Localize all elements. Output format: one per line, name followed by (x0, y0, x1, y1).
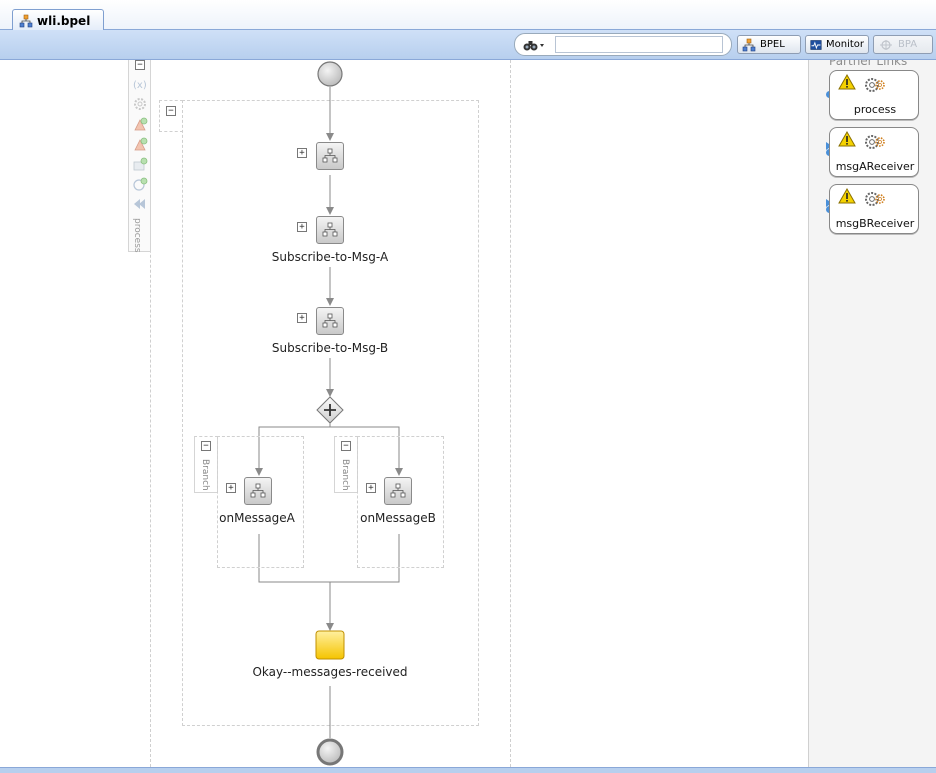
svg-text:(x): (x) (133, 80, 147, 91)
add-fault-icon[interactable] (132, 136, 148, 152)
partner-links-panel: Partner Links process msgAReceiver (808, 60, 936, 767)
branch-scope (357, 436, 444, 568)
scope-activity-node[interactable] (316, 142, 344, 170)
flow-link (258, 423, 400, 432)
partner-link-name: msgBReceiver (835, 217, 915, 230)
scope-activity-node[interactable] (316, 216, 344, 244)
gear-icon (865, 135, 885, 149)
scope-activity-node[interactable] (384, 477, 412, 505)
add-timer-icon[interactable] (132, 176, 148, 192)
gear-icon (865, 78, 885, 92)
activity-label: Subscribe-to-Msg-A (271, 250, 389, 264)
add-message-icon[interactable] (132, 156, 148, 172)
add-handler-icon[interactable] (132, 196, 148, 212)
editor-tab-bar: wli.bpel (0, 0, 936, 31)
scope-icon (250, 483, 266, 498)
end-node[interactable] (316, 738, 344, 766)
warning-icon (838, 188, 856, 204)
branch-label: Branch (340, 459, 350, 491)
partner-link-name: msgAReceiver (835, 160, 915, 173)
monitor-button-label: Monitor (825, 39, 864, 50)
scope-icon (390, 483, 406, 498)
warning-icon (838, 131, 856, 147)
empty-activity-node[interactable] (315, 630, 345, 660)
expand-activity-icon[interactable]: + (366, 483, 376, 493)
activity-label: onMessageB (360, 511, 436, 525)
branch-scope (217, 436, 304, 568)
partner-links-header: Partner Links (829, 60, 908, 68)
collapse-process-icon[interactable]: − (135, 60, 145, 70)
scope-activity-node[interactable] (244, 477, 272, 505)
collapse-sequence-icon[interactable]: − (166, 106, 176, 116)
bpel-button[interactable]: BPEL (737, 35, 801, 54)
tab-wli-bpel[interactable]: wli.bpel (12, 9, 104, 31)
binoculars-icon[interactable] (523, 38, 545, 52)
activity-label: Subscribe-to-Msg-B (271, 341, 389, 355)
variables-icon[interactable]: (x) (132, 76, 148, 92)
monitor-icon (810, 39, 822, 50)
collapse-branch-icon[interactable]: − (201, 441, 211, 451)
scope-icon (322, 148, 338, 163)
partner-link-msgareceiver[interactable]: msgAReceiver (829, 127, 919, 177)
search-box (514, 33, 732, 56)
flow-link (258, 534, 400, 583)
expand-activity-icon[interactable]: + (297, 313, 307, 323)
process-canvas[interactable]: − (x) process − (0, 60, 808, 767)
scope-activity-node[interactable] (316, 307, 344, 335)
expand-activity-icon[interactable]: + (297, 222, 307, 232)
chevron-down-icon (540, 44, 544, 47)
expand-activity-icon[interactable]: + (226, 483, 236, 493)
monitor-button[interactable]: Monitor (805, 35, 869, 54)
partner-link-msgbreceiver[interactable]: msgBReceiver (829, 184, 919, 234)
gear-icon[interactable] (132, 96, 148, 112)
collapse-branch-icon[interactable]: − (341, 441, 351, 451)
swimlane-divider (150, 60, 151, 767)
bpel-icon (742, 38, 756, 51)
add-correlation-icon[interactable] (132, 116, 148, 132)
scope-icon (322, 313, 338, 328)
scope-icon (322, 222, 338, 237)
designer-toolbar: BPEL Monitor BPA (0, 30, 936, 60)
flow-split-node[interactable] (316, 396, 344, 424)
flow-diagram (255, 61, 403, 766)
bpel-file-icon (19, 14, 33, 27)
bpel-button-label: BPEL (760, 39, 785, 50)
tab-label: wli.bpel (37, 13, 91, 28)
start-node[interactable] (317, 61, 343, 87)
warning-icon (838, 74, 856, 90)
branch-label: Branch (200, 459, 210, 491)
bottom-border (0, 767, 936, 773)
process-label: process (132, 218, 142, 253)
final-activity-label: Okay--messages-received (252, 665, 408, 679)
search-input[interactable] (555, 36, 723, 53)
process-toolbar-strip: − (x) process (128, 60, 151, 253)
activity-label: onMessageA (219, 511, 295, 525)
bpa-button-label: BPA (898, 39, 918, 50)
sequence-tab (159, 100, 183, 132)
gear-icon (865, 192, 885, 206)
partner-link-process[interactable]: process (829, 70, 919, 120)
expand-activity-icon[interactable]: + (297, 148, 307, 158)
bpa-icon (880, 39, 892, 50)
partner-link-name: process (853, 103, 897, 116)
swimlane-divider (510, 60, 511, 767)
bpa-button[interactable]: BPA (873, 35, 933, 54)
